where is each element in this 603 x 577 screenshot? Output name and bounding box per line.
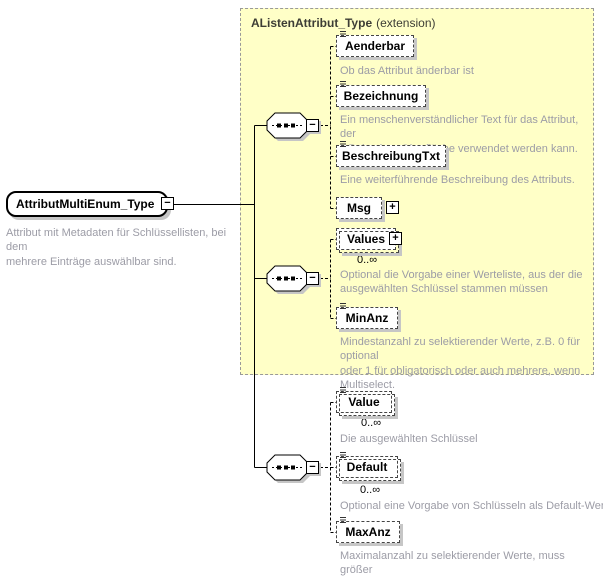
element-name: Default	[346, 460, 388, 474]
element-name: Aenderbar	[344, 39, 406, 53]
annotation-maxanz: Maximalanzahl zu selektierender Werte, m…	[340, 550, 565, 577]
element-box-aenderbar[interactable]: Aenderbar	[336, 31, 414, 57]
element-name: Bezeichnung	[343, 89, 419, 103]
sequence-compositor-2[interactable]: −	[266, 265, 321, 295]
root-annotation: Attribut mit Metadaten für Schlüssellist…	[6, 227, 227, 268]
extension-kind-label: (extension)	[376, 16, 436, 30]
text-content-icon	[339, 30, 348, 38]
sequence-collapse-button[interactable]: −	[306, 119, 319, 132]
text-content-icon	[339, 140, 348, 148]
text-content-icon	[339, 386, 348, 394]
sequence-icon	[266, 112, 311, 141]
element-box-beschreibungtxt[interactable]: BeschreibungTxt	[336, 141, 446, 167]
element-name: Value	[348, 395, 380, 409]
element-name: MinAnz	[345, 311, 389, 325]
occurs-label-values: 0..∞	[357, 254, 378, 266]
annotation-value: Die ausgewählten Schlüssel	[340, 433, 478, 445]
annotation-values: Optional die Vorgabe einer Werteliste, a…	[340, 269, 583, 296]
extension-box: AListenAttribut_Type(extension)	[240, 8, 594, 375]
element-name: MaxAnz	[345, 525, 391, 539]
annotation-default: Optional eine Vorgabe von Schlüsseln als…	[340, 500, 603, 512]
root-collapse-button[interactable]: −	[161, 197, 174, 210]
element-box-msg[interactable]: Msg +	[336, 197, 399, 219]
occurs-label-value: 0..∞	[361, 417, 382, 429]
text-content-icon	[339, 80, 348, 88]
annotation-beschreibungtxt: Eine weiterführende Beschreibung des Att…	[340, 174, 575, 186]
annotation-aenderbar: Ob das Attribut änderbar ist	[340, 65, 474, 77]
element-name: Msg	[347, 201, 371, 215]
annotation-minanz: Mindestanzahl zu selektierender Werte, z…	[340, 336, 581, 391]
text-content-icon	[339, 302, 348, 310]
expand-button[interactable]: +	[389, 232, 402, 245]
expand-button[interactable]: +	[386, 201, 399, 214]
root-element-box[interactable]: AttributMultiEnum_Type −	[6, 191, 174, 217]
extension-title: AListenAttribut_Type	[251, 16, 373, 30]
element-box-minanz[interactable]: MinAnz	[336, 303, 398, 329]
sequence-compositor-1[interactable]: −	[266, 112, 321, 142]
sequence-icon	[266, 454, 311, 483]
element-name: Values	[346, 232, 386, 246]
sequence-compositor-3[interactable]: −	[266, 454, 321, 484]
root-element-name: AttributMultiEnum_Type	[16, 197, 155, 211]
text-content-icon	[339, 516, 348, 524]
element-box-maxanz[interactable]: MaxAnz	[336, 517, 400, 543]
text-content-icon	[339, 451, 348, 459]
sequence-collapse-button[interactable]: −	[306, 461, 319, 474]
extension-header: AListenAttribut_Type(extension)	[251, 16, 436, 30]
element-box-default[interactable]: Default	[336, 452, 401, 481]
sequence-collapse-button[interactable]: −	[306, 272, 319, 285]
occurs-label-default: 0..∞	[360, 484, 381, 496]
element-box-values[interactable]: Values +	[336, 228, 402, 253]
sequence-icon	[266, 265, 311, 294]
element-box-bezeichnung[interactable]: Bezeichnung	[336, 81, 426, 107]
element-name: BeschreibungTxt	[342, 149, 441, 163]
element-box-value[interactable]: Value	[336, 387, 395, 416]
